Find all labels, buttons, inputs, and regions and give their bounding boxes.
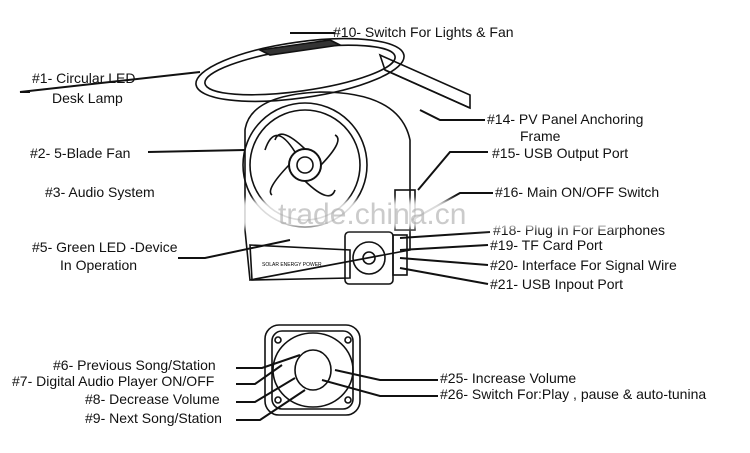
label-next-song: #9- Next Song/Station <box>85 410 222 426</box>
watermark: trade.china.cn <box>278 198 467 231</box>
label-desk-lamp: Desk Lamp <box>52 90 123 106</box>
watermark-blur <box>240 200 620 228</box>
leader-lines <box>19 32 493 285</box>
label-increase-volume: #25- Increase Volume <box>440 370 577 386</box>
label-pv-anchoring: #14- PV Panel Anchoring <box>487 111 644 127</box>
fan-body <box>242 91 416 285</box>
label-signal-wire: #20- Interface For Signal Wire <box>490 257 677 273</box>
label-switch-lights-fan: #10- Switch For Lights & Fan <box>333 24 514 40</box>
label-in-operation: In Operation <box>60 257 138 273</box>
label-usb-input: #21- USB Inpout Port <box>490 276 624 292</box>
label-5-blade-fan: #2- 5-Blade Fan <box>30 145 131 161</box>
label-player-onoff: #7- Digital Audio Player ON/OFF <box>12 373 215 389</box>
label-green-led: #5- Green LED -Device <box>32 239 178 255</box>
label-circular-led: #1- Circular LED <box>32 70 136 86</box>
label-tf-card: #19- TF Card Port <box>490 237 603 253</box>
circular-led-lamp <box>195 37 405 103</box>
label-main-switch: #16- Main ON/OFF Switch <box>495 184 660 200</box>
label-audio-system: #3- Audio System <box>45 184 155 200</box>
label-usb-output: #15- USB Output Port <box>492 145 629 161</box>
control-leader-lines <box>236 354 438 421</box>
label-play-pause: #26- Switch For:Play , pause & auto-tuni… <box>440 386 707 402</box>
control-pad <box>264 324 361 416</box>
label-previous-song: #6- Previous Song/Station <box>53 357 216 373</box>
device-print: SOLAR ENERGY POWER <box>262 262 322 268</box>
label-decrease-volume: #8- Decrease Volume <box>85 391 220 407</box>
pv-panel <box>378 53 471 110</box>
label-pv-frame: Frame <box>520 128 561 144</box>
